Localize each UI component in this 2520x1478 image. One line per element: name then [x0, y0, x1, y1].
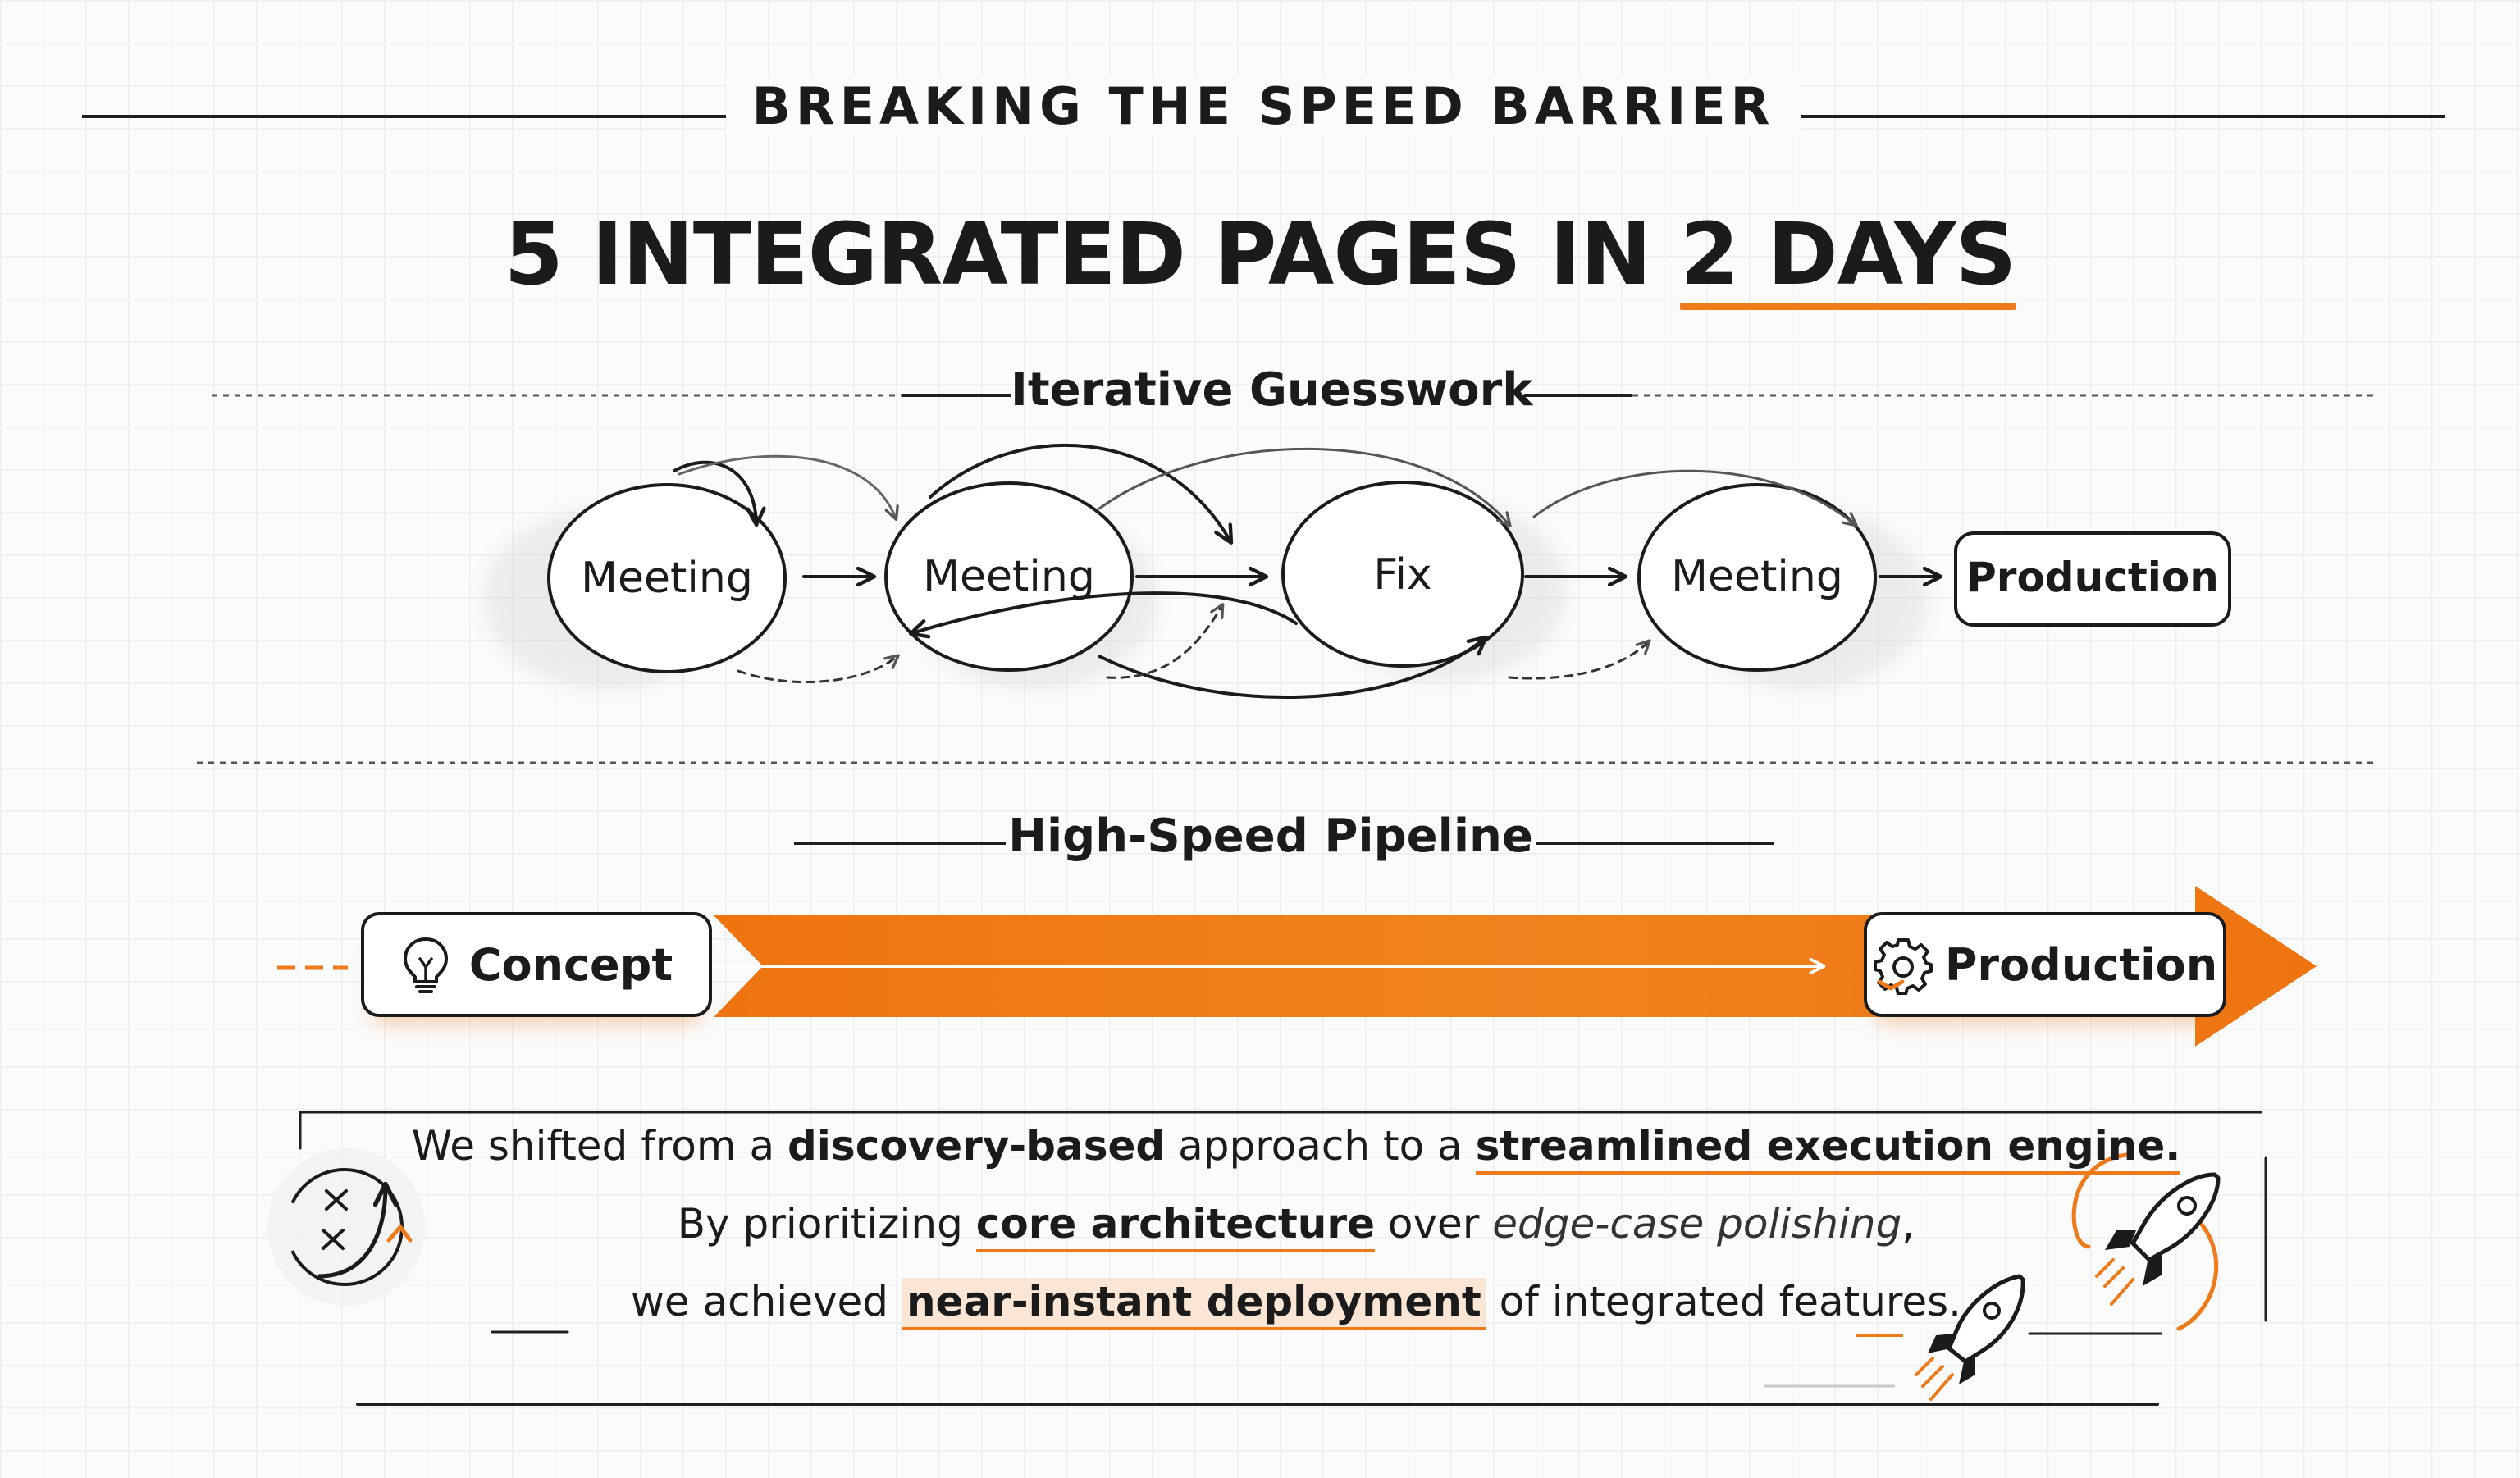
summary-line-1: We shifted from a discovery-based approa…: [304, 1107, 2289, 1185]
iterative-title: Iterative Guesswork: [1011, 363, 1533, 417]
kicker-row: BREAKING THE SPEED BARRIER: [82, 74, 2445, 139]
summary-line-3: we achieved near-instant deployment of i…: [304, 1263, 2289, 1341]
strategy-icon: [267, 1148, 425, 1306]
summary-emphasis-discovery: discovery-based: [788, 1122, 1166, 1170]
loop-feedback-arcs: [673, 443, 1856, 699]
pipeline-title: High-Speed Pipeline: [1008, 810, 1533, 863]
summary-emphasis-core: core architecture: [975, 1200, 1375, 1252]
pipeline-production-label: Production: [1944, 938, 2218, 991]
gear-icon: [1873, 938, 1933, 995]
lightbulb-icon: [403, 937, 448, 993]
loop-node-label-3: Fix: [1373, 550, 1431, 600]
loop-node-circle-3: [1281, 481, 1524, 668]
iterative-production-box: [1954, 531, 2231, 627]
title-accent-underline: [1679, 303, 2016, 310]
pipeline-concept-label: Concept: [468, 938, 673, 991]
iterative-production-label: Production: [1966, 554, 2219, 601]
rocket-icon: [2071, 1152, 2221, 1331]
kicker: BREAKING THE SPEED BARRIER: [82, 74, 2445, 139]
title-prefix: 5 INTEGRATED PAGES IN: [504, 204, 1680, 304]
summary-frame: [299, 1111, 2267, 1406]
summary-line-2: By prioritizing core architecture over e…: [304, 1185, 2289, 1263]
loop-node-label-1: Meeting: [581, 554, 753, 603]
title-accent: 2 DAYS: [1679, 197, 2016, 312]
loop-node-circle-4: [1637, 483, 1877, 672]
loop-node-label-2: Meeting: [923, 552, 1095, 601]
pipeline-production-box: Production: [1864, 912, 2226, 1017]
kicker-rule-left: [82, 115, 804, 118]
summary-text: We shifted from a discovery-based approa…: [304, 1107, 2289, 1411]
pipeline-concept-box: Concept: [361, 912, 712, 1017]
kicker-rule-right: [1772, 115, 2445, 118]
loop-node-circle-1: [547, 483, 787, 673]
page-title: 5 INTEGRATED PAGES IN 2 DAYS: [0, 197, 2520, 312]
summary-emphasis-edge: edge-case polishing: [1492, 1200, 1902, 1248]
summary-emphasis-deployment: near-instant deployment: [901, 1278, 1486, 1330]
loop-dashed-arcs: [737, 605, 1649, 684]
loop-node-label-4: Meeting: [1671, 552, 1843, 601]
summary-emphasis-streamlined: streamlined execution engine.: [1475, 1122, 2181, 1175]
rocket-icon-small: [1915, 1274, 2025, 1401]
